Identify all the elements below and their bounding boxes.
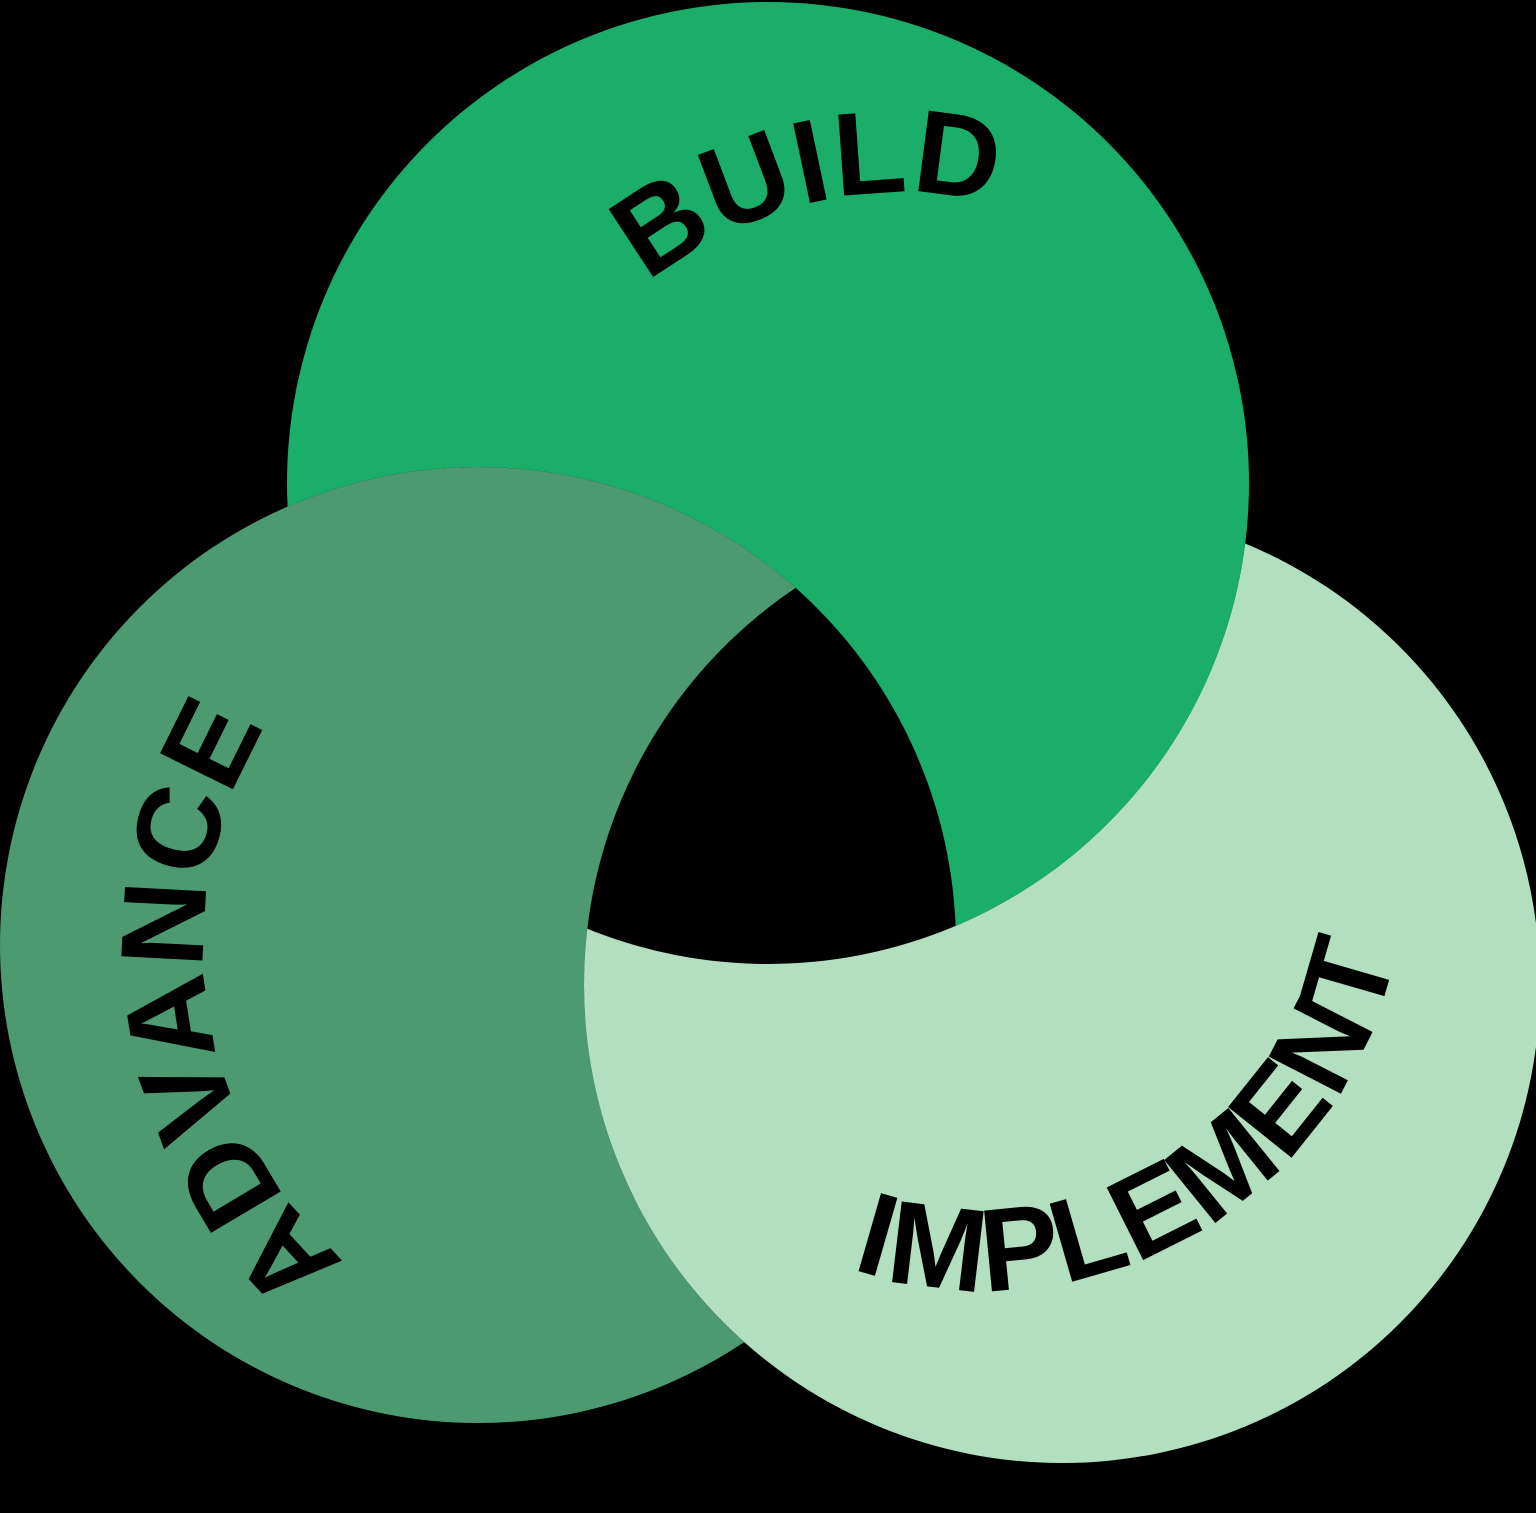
trefoil-graphic: ADVANCE IMPLEMENT BUILD bbox=[0, 2, 1536, 1463]
cycle-diagram: ADVANCE IMPLEMENT BUILD bbox=[0, 2, 1536, 1463]
